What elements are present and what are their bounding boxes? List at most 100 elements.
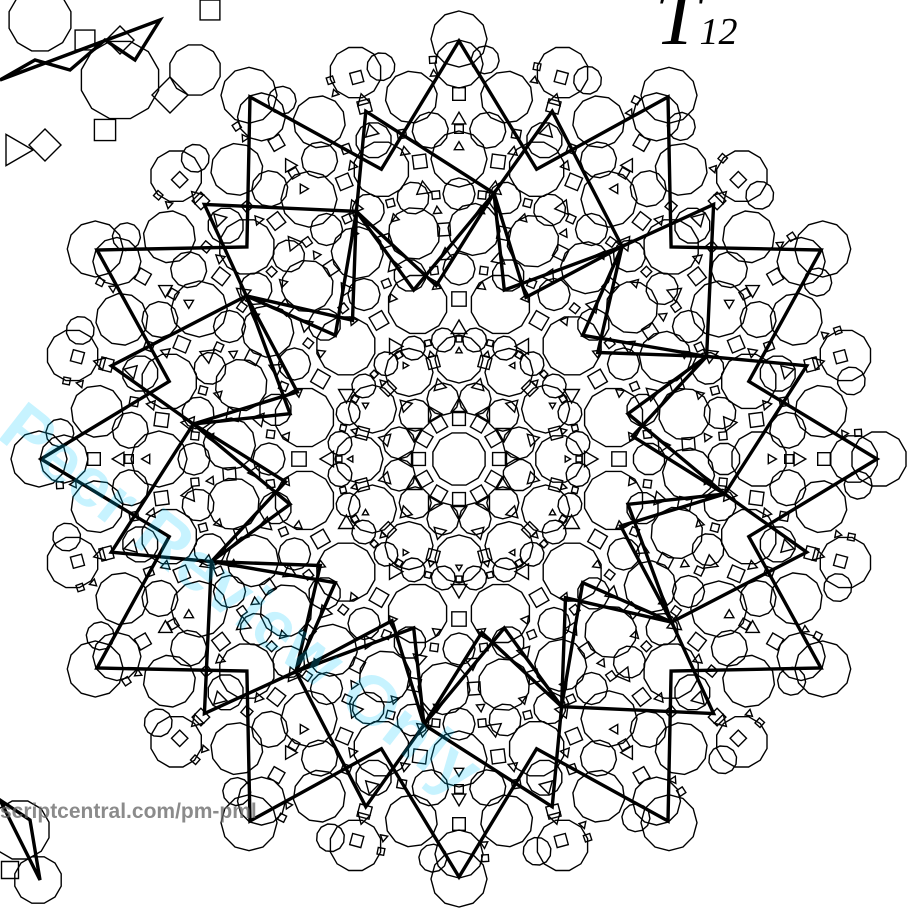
triangle-tile	[767, 453, 778, 465]
triangle-tile	[665, 287, 683, 304]
dodecagon-tile	[281, 259, 334, 313]
square-tile	[630, 94, 642, 106]
dodecagon-tile	[434, 334, 484, 384]
dodecagon-tile	[169, 44, 221, 96]
triangle-tile	[559, 482, 569, 491]
dodecagon-tile	[541, 373, 567, 399]
dodecagon-tile	[508, 721, 565, 777]
triangle-tile	[402, 548, 411, 557]
triangle-tile	[475, 703, 486, 714]
dodecagon-tile	[14, 856, 62, 904]
triangle-tile	[479, 841, 489, 850]
dodecagon-tile	[708, 745, 738, 775]
square-tile	[631, 210, 653, 232]
dodecagon-tile	[631, 92, 682, 142]
dodecagon-tile	[533, 691, 567, 725]
square-tile	[726, 334, 746, 354]
square-tile	[558, 514, 568, 524]
square-tile	[291, 451, 307, 467]
triangle-tile	[122, 537, 139, 554]
triangle-tile	[744, 619, 761, 634]
square-tile	[675, 785, 687, 798]
dodecagon-tile	[315, 823, 345, 853]
triangle-tile	[691, 254, 704, 266]
triangle-tile	[761, 506, 773, 519]
square-tile	[120, 675, 133, 687]
dodecagon-tile	[654, 722, 708, 776]
square-tile	[170, 170, 189, 189]
triangle-tile	[695, 517, 706, 528]
dodecagon-tile	[384, 520, 434, 571]
dodecagon-tile	[366, 52, 396, 82]
dodecagon-tile	[130, 430, 188, 488]
dodecagon-tile	[384, 70, 438, 124]
triangle-tile	[331, 88, 341, 98]
dodecagon-tile	[212, 574, 247, 609]
triangle-tile	[390, 695, 401, 706]
triangle-tile	[513, 337, 530, 356]
square-tile	[395, 778, 408, 790]
square-tile	[61, 376, 72, 386]
dodecagon-tile	[169, 251, 208, 289]
square-tile	[544, 97, 562, 115]
dodecagon-tile	[202, 417, 257, 471]
frame-kite	[625, 354, 810, 497]
square-tile	[528, 309, 550, 332]
dodecagon-tile	[46, 329, 99, 382]
triangle-tile	[204, 475, 215, 486]
triangle-tile	[92, 356, 107, 372]
dodecagon-tile	[522, 836, 552, 866]
square-tile	[394, 350, 404, 360]
triangle-tile	[212, 212, 229, 229]
triangle-tile	[558, 315, 569, 327]
triangle-tile	[564, 454, 573, 464]
triangle-tile	[278, 278, 289, 289]
url-text: scriptcentral.com/pm-pml	[0, 800, 257, 823]
square-tile	[693, 564, 706, 578]
square-tile	[336, 603, 350, 617]
triangle-tile	[513, 562, 530, 581]
square-tile	[454, 123, 464, 135]
dodecagon-tile	[690, 280, 748, 338]
square-tile	[423, 570, 433, 580]
square-tile	[287, 737, 301, 752]
dodecagon-tile	[492, 557, 518, 583]
dodecagon-tile	[580, 170, 638, 228]
triangle-tile	[559, 427, 569, 436]
triangle-tile	[427, 494, 444, 514]
triangle-tile	[506, 761, 519, 773]
dodecagon-tile	[542, 316, 602, 376]
dodecagon-tile	[309, 212, 344, 247]
dodecagon-tile	[66, 640, 125, 698]
square-tile	[754, 717, 766, 729]
triangle-tile	[746, 559, 759, 571]
square-tile	[334, 172, 354, 192]
triangle-tile	[713, 713, 728, 728]
dodecagon-tile	[716, 716, 768, 768]
triangle-tile	[779, 537, 796, 554]
square-tile	[380, 277, 393, 290]
square-tile	[664, 199, 679, 214]
dodecagon-tile	[722, 210, 776, 264]
triangle-tile	[388, 562, 405, 581]
dodecagon-tile	[329, 819, 382, 872]
triangle-tile	[743, 708, 754, 718]
triangle-tile	[198, 348, 216, 365]
dodecagon-tile	[316, 542, 376, 602]
triangle-tile	[546, 92, 562, 107]
dodecagon-tile	[411, 769, 449, 807]
square-tile	[340, 693, 354, 706]
square-tile	[485, 570, 495, 580]
triangle-tile	[347, 159, 359, 172]
dodecagon-tile	[70, 480, 124, 534]
square-tile	[321, 258, 341, 278]
square-tile	[729, 170, 748, 189]
triangle-tile	[214, 254, 227, 266]
triangle-tile	[212, 689, 229, 706]
dodecagon-tile	[574, 671, 609, 706]
dodecagon-tile	[236, 92, 287, 142]
square-tile	[451, 611, 467, 627]
square-tile	[564, 726, 584, 746]
dodecagon-tile	[272, 645, 306, 679]
dodecagon-tile	[46, 536, 99, 589]
